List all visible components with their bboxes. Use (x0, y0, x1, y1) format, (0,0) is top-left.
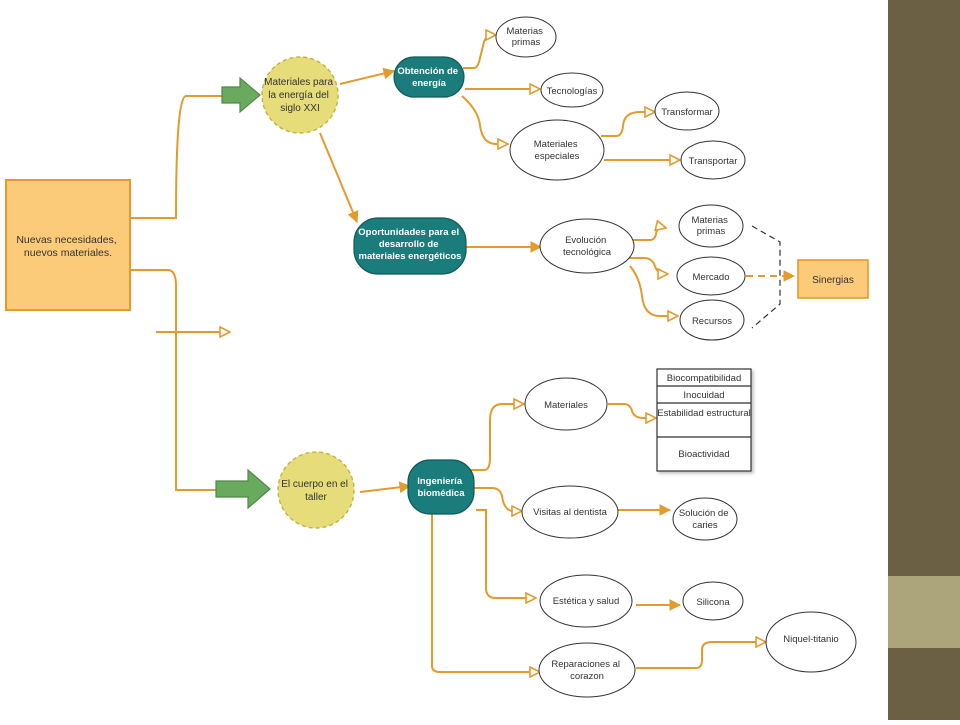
svg-text:Tecnologías: Tecnologías (547, 86, 598, 97)
connector-root-to-cuerpo (130, 269, 216, 491)
leaf-visitas[interactable]: Visitas al dentista (521, 485, 619, 539)
svg-text:Materias primas: Materias primas (691, 215, 730, 237)
topic-energia[interactable]: Materiales para la energía del siglo XXI (261, 56, 339, 134)
svg-text:Evolución tecnológica: Evolución tecnológica (563, 235, 612, 258)
hub-oportunidades-label: Oportunidades para el desarrollo de mate… (358, 227, 461, 262)
hub-obtencion[interactable]: Obtención de energía (393, 56, 465, 98)
hub-ingenieria[interactable]: Ingeniería biomédica (407, 459, 475, 515)
connector-evolucion-to-mercado (620, 257, 668, 274)
property-row: Biocompatibilidad (667, 373, 741, 384)
topic-cuerpo[interactable]: El cuerpo en el taller (277, 451, 355, 529)
connector-obtencion-to-materias-primas (463, 35, 496, 69)
connector-energia-to-obtencion (339, 71, 394, 85)
connector-cuerpo-to-ingenieria (359, 486, 410, 492)
svg-text:Estética y salud: Estética y salud (553, 596, 620, 607)
leaf-recursos[interactable]: Recursos (679, 299, 745, 341)
connector-ingenieria-to-visitas (470, 487, 522, 511)
leaf-evolucion[interactable]: Evolución tecnológica (539, 218, 635, 274)
concept-map-canvas: Nuevas necesidades, nuevos materiales. M… (5, 16, 869, 698)
hub-obtencion-label: Obtención de energía (397, 66, 460, 89)
connector-reparaciones-to-niquel (636, 642, 766, 669)
green-arrow-cuerpo (215, 468, 271, 510)
connector-obtencion-to-materiales-especiales (461, 95, 508, 144)
sinergias-box[interactable]: Sinergias (797, 259, 869, 299)
svg-text:Silicona: Silicona (696, 597, 730, 608)
connector-ingenieria-to-materiales (470, 404, 524, 471)
connector-evolucion-to-materias-primas (630, 227, 666, 241)
svg-text:Mercado: Mercado (693, 272, 730, 283)
side-bar-accent (888, 576, 960, 648)
leaf-transformar[interactable]: Transformar (654, 91, 720, 131)
side-bar-bottom (888, 648, 960, 720)
connector-especiales-to-transformar (601, 112, 655, 137)
connectors (130, 35, 794, 672)
sinergias-label: Sinergias (812, 275, 854, 286)
leaf-materias-primas-2[interactable]: Materias primas (678, 204, 744, 248)
svg-text:Materiales especiales: Materiales especiales (534, 139, 580, 162)
connector-evolucion-to-recursos (629, 265, 678, 316)
property-table: Biocompatibilidad Inocuidad Estabilidad … (656, 368, 752, 472)
svg-text:Materias primas: Materias primas (506, 26, 545, 48)
root-label: Nuevas necesidades, nuevos materiales. (16, 234, 119, 259)
hub-ingenieria-label: Ingeniería biomédica (417, 476, 465, 499)
connector-root-to-energia (130, 95, 232, 219)
leaf-materias-primas-1[interactable]: Materias primas (495, 16, 557, 58)
green-arrow-energia (221, 76, 261, 114)
svg-text:Visitas al dentista: Visitas al dentista (533, 507, 607, 518)
connector-ingenieria-to-estetica (476, 509, 536, 598)
bracket-dashed (751, 225, 781, 329)
property-row: Estabilidad estructural (657, 408, 750, 419)
topic-cuerpo-label: El cuerpo en el taller (281, 479, 351, 503)
leaf-niquel[interactable]: Niquel-titanio (765, 611, 857, 673)
leaf-materiales[interactable]: Materiales (524, 377, 608, 431)
leaf-estetica[interactable]: Estética y salud (539, 574, 633, 628)
svg-text:Solución de caries: Solución de caries (679, 508, 731, 531)
property-row: Bioactividad (678, 449, 729, 460)
topic-energia-label: Materiales para la energía del siglo XXI (264, 77, 336, 114)
leaf-silicona[interactable]: Silicona (682, 581, 744, 621)
leaf-transportar[interactable]: Transportar (680, 140, 746, 180)
connector-materiales-to-table (608, 403, 656, 418)
connector-ingenieria-to-reparaciones (431, 512, 540, 672)
leaf-tecnologias[interactable]: Tecnologías (540, 72, 604, 108)
svg-text:Materiales: Materiales (544, 400, 588, 411)
connector-energia-to-oportunidades (319, 132, 357, 222)
hub-oportunidades[interactable]: Oportunidades para el desarrollo de mate… (353, 217, 467, 275)
side-bar-top (888, 0, 960, 576)
leaf-materiales-especiales[interactable]: Materiales especiales (509, 119, 605, 181)
svg-text:Transformar: Transformar (661, 107, 712, 118)
svg-text:Reparaciones al corazon: Reparaciones al corazon (551, 659, 622, 682)
leaf-mercado[interactable]: Mercado (676, 256, 746, 296)
svg-text:Niquel-titanio: Niquel-titanio (783, 634, 838, 645)
root-node[interactable]: Nuevas necesidades, nuevos materiales. (5, 179, 131, 311)
leaf-reparaciones[interactable]: Reparaciones al corazon (538, 642, 636, 698)
svg-text:Recursos: Recursos (692, 316, 732, 327)
property-row: Inocuidad (683, 390, 724, 401)
svg-text:Transportar: Transportar (689, 156, 738, 167)
leaf-solucion[interactable]: Solución de caries (672, 497, 738, 541)
